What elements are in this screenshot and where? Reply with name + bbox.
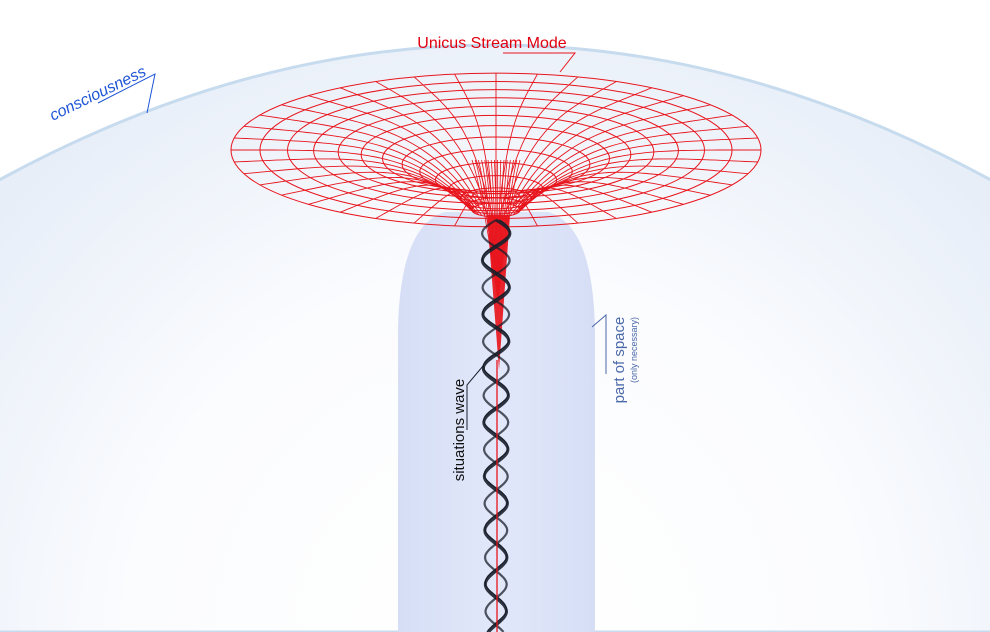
funnel-radial-line [518, 125, 749, 209]
funnel-radial-line [243, 125, 474, 209]
helix-strand [481, 219, 511, 632]
funnel-radial-line [509, 184, 652, 216]
funnel-radial-line [512, 95, 684, 206]
funnel-radial-line [502, 189, 579, 224]
funnel-radial-line [512, 181, 684, 216]
funnel-radial-line [519, 137, 758, 210]
situations-wave-helix [480, 218, 512, 632]
space-leader-line [591, 313, 607, 374]
part-of-space-label: part of space [611, 317, 628, 404]
funnel-radial-line [375, 81, 486, 204]
funnel-radial-line [499, 73, 538, 204]
funnel-radial-line [243, 165, 474, 213]
funnel-radial-line [502, 76, 579, 204]
consciousness-leader-line [97, 73, 156, 114]
funnel-radial-line [231, 149, 473, 211]
funnel-radial-line [506, 187, 617, 219]
funnel-radial-line [519, 158, 758, 212]
funnel-radial-line [515, 104, 711, 207]
funnel-radial-line [340, 87, 483, 205]
funnel-radial-line [515, 176, 711, 215]
only-necessary-label: (only necessary) [629, 317, 639, 383]
funnel-radial-line [375, 187, 486, 219]
situations-leader-line [466, 365, 484, 430]
situations-wave-label: situations wave [451, 379, 468, 482]
unicus-leader-line [503, 52, 577, 73]
helix-strand [480, 219, 511, 632]
funnel-radial-line [259, 171, 475, 214]
helix-strand [480, 218, 512, 632]
unicus-stream-mode-label: Unicus Stream Mode [417, 35, 566, 52]
funnel-radial-line [506, 81, 617, 204]
funnel-radial-line [308, 95, 480, 206]
funnel-radial-line [518, 165, 749, 213]
funnel-radial-line [234, 137, 473, 210]
funnel-radial-line [519, 149, 761, 211]
funnel-radial-line [509, 87, 652, 205]
funnel-radial-line [454, 73, 493, 204]
funnel-radial-line [259, 114, 475, 208]
funnel-radial-line [340, 184, 483, 216]
funnel-radial-line [454, 190, 493, 227]
funnel-radial-line [413, 76, 490, 204]
funnel-radial-line [281, 104, 477, 207]
funnel-radial-line [517, 114, 733, 208]
funnel-radial-line [234, 158, 473, 212]
